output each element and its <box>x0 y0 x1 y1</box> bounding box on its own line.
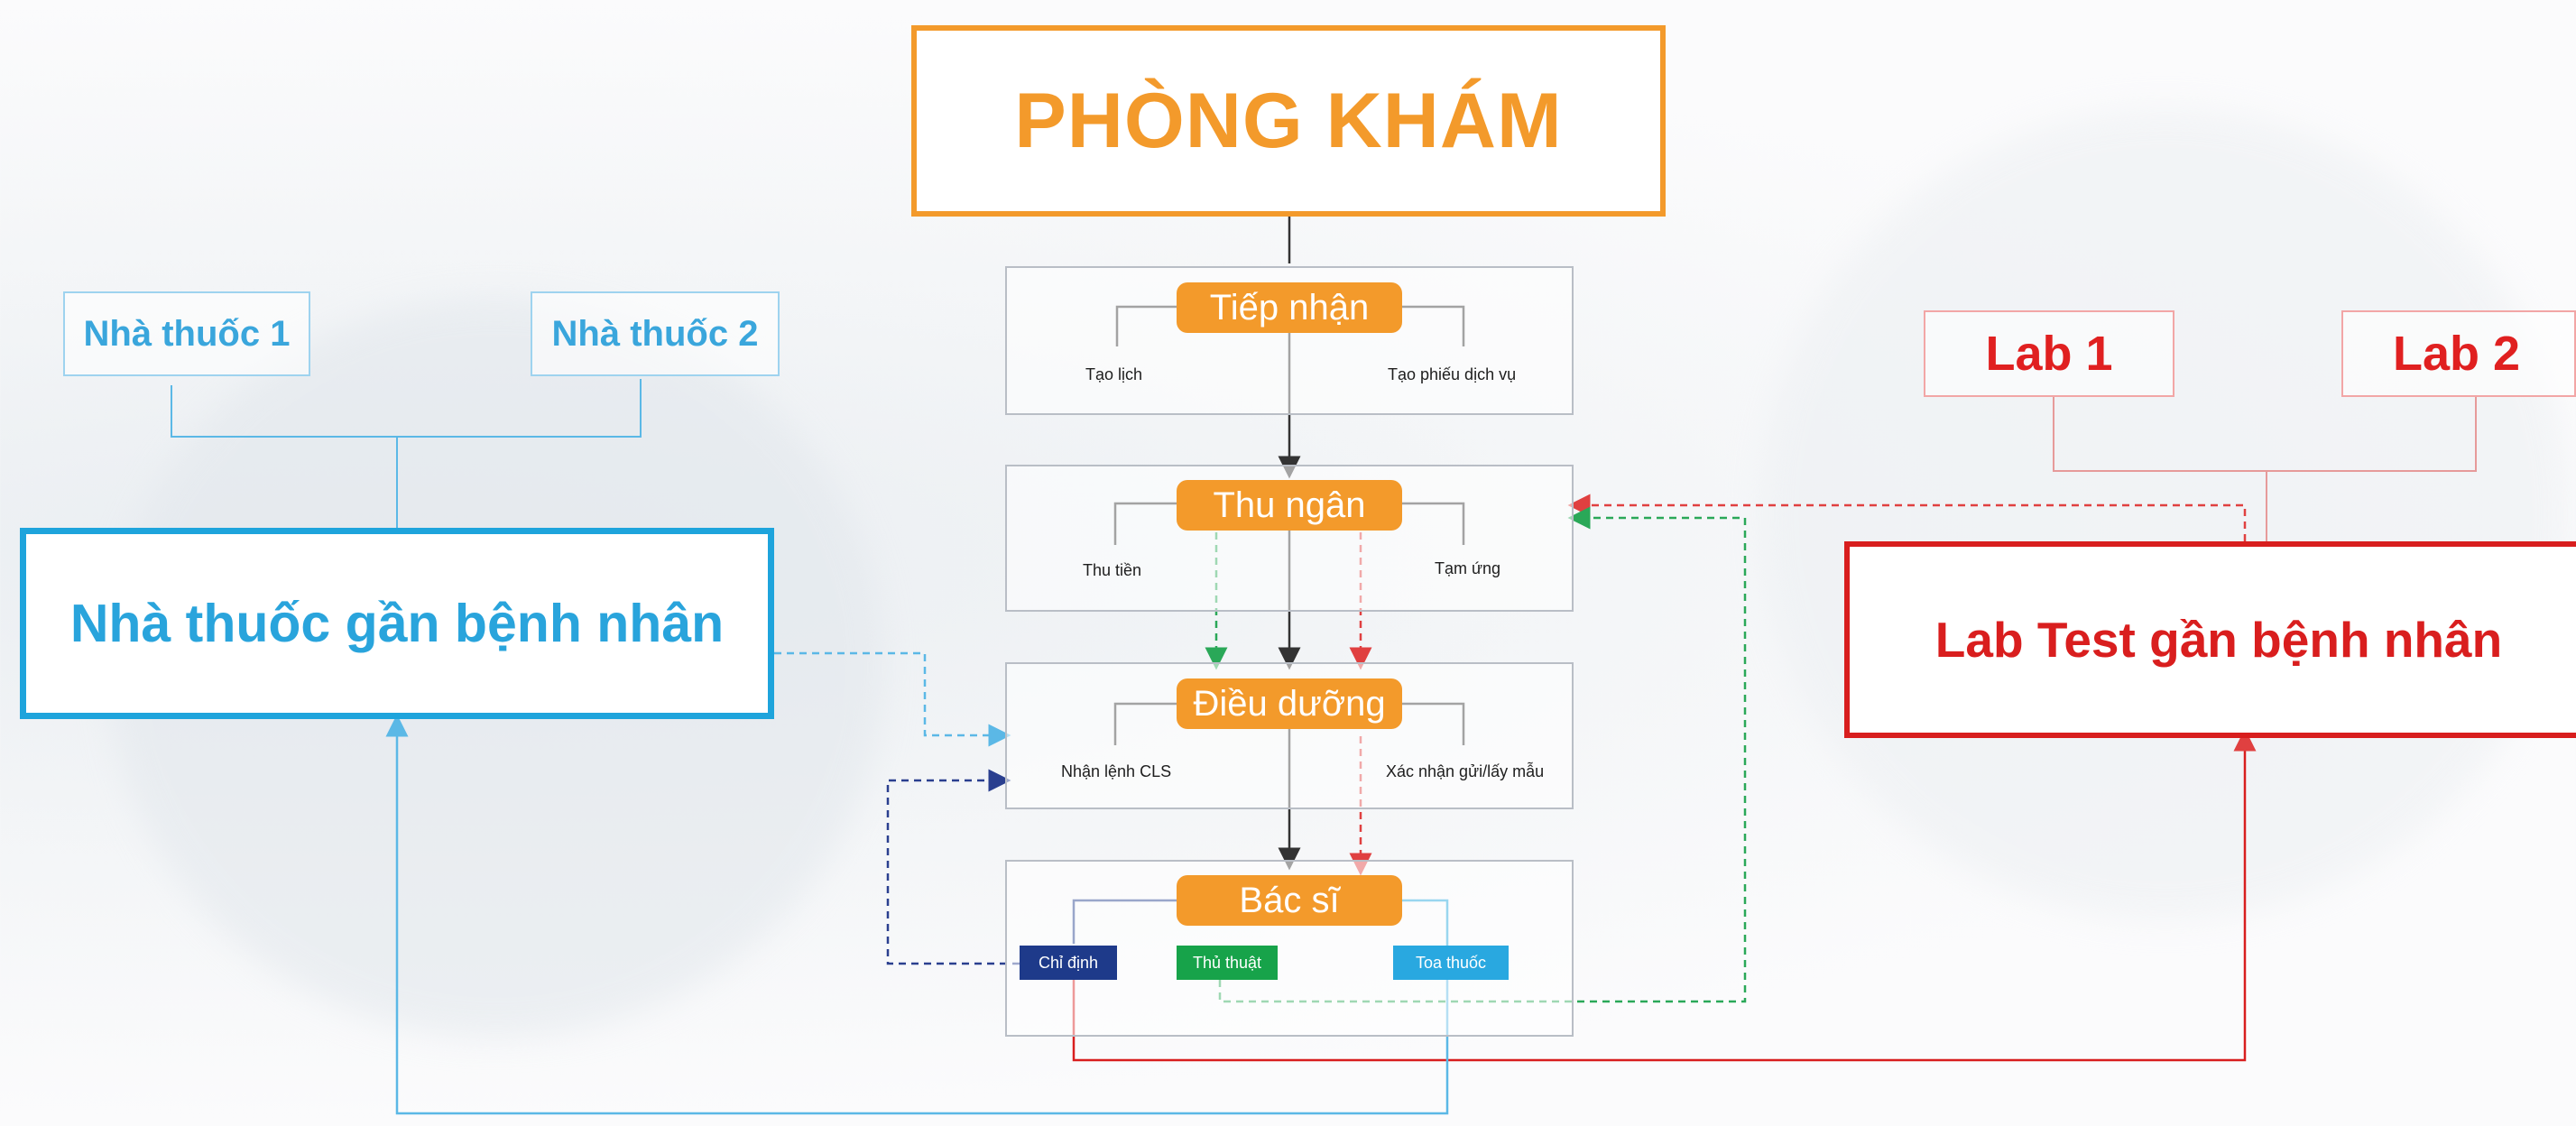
stage-doctor-pill: Bác sĩ <box>1177 875 1402 926</box>
stage-panel-cashier <box>1005 465 1574 612</box>
nursing-right-label: Xác nhận gửi/lấy mẫu <box>1386 762 1545 780</box>
lab-main-label: Lab Test gần bệnh nhân <box>1934 612 2503 668</box>
lab-main-box: Lab Test gần bệnh nhân <box>1844 541 2576 738</box>
stage-nursing-pill: Điều dưỡng <box>1177 678 1402 729</box>
nursing-left-label: Nhận lệnh CLS <box>1061 762 1172 780</box>
stage-cashier-pill: Thu ngân <box>1177 480 1402 531</box>
chip-chi-dinh: Chỉ định <box>1020 946 1117 980</box>
pharmacy-2-box: Nhà thuốc 2 <box>531 291 780 376</box>
cashier-right-label: Tạm ứng <box>1435 559 1501 577</box>
lab-1-box: Lab 1 <box>1924 310 2174 397</box>
clinic-title: PHÒNG KHÁM <box>1014 77 1563 164</box>
pharmacy-1-box: Nhà thuốc 1 <box>63 291 310 376</box>
pharmacy-return-line <box>385 714 1449 1115</box>
cashier-left-label: Thu tiền <box>1083 561 1142 579</box>
clinic-title-box: PHÒNG KHÁM <box>911 25 1666 217</box>
stage-reception-pill: Tiếp nhận <box>1177 282 1402 333</box>
reception-left-label: Tạo lịch <box>1085 365 1143 383</box>
pharmacy-main-box: Nhà thuốc gần bệnh nhân <box>20 528 774 719</box>
chip-thu-thuat: Thủ thuật <box>1177 946 1278 980</box>
reception-right-label: Tạo phiếu dịch vụ <box>1388 365 1517 383</box>
pharmacy-main-label: Nhà thuốc gần bệnh nhân <box>69 594 725 653</box>
lab-2-box: Lab 2 <box>2341 310 2576 397</box>
chip-toa-thuoc: Toa thuốc <box>1393 946 1509 980</box>
